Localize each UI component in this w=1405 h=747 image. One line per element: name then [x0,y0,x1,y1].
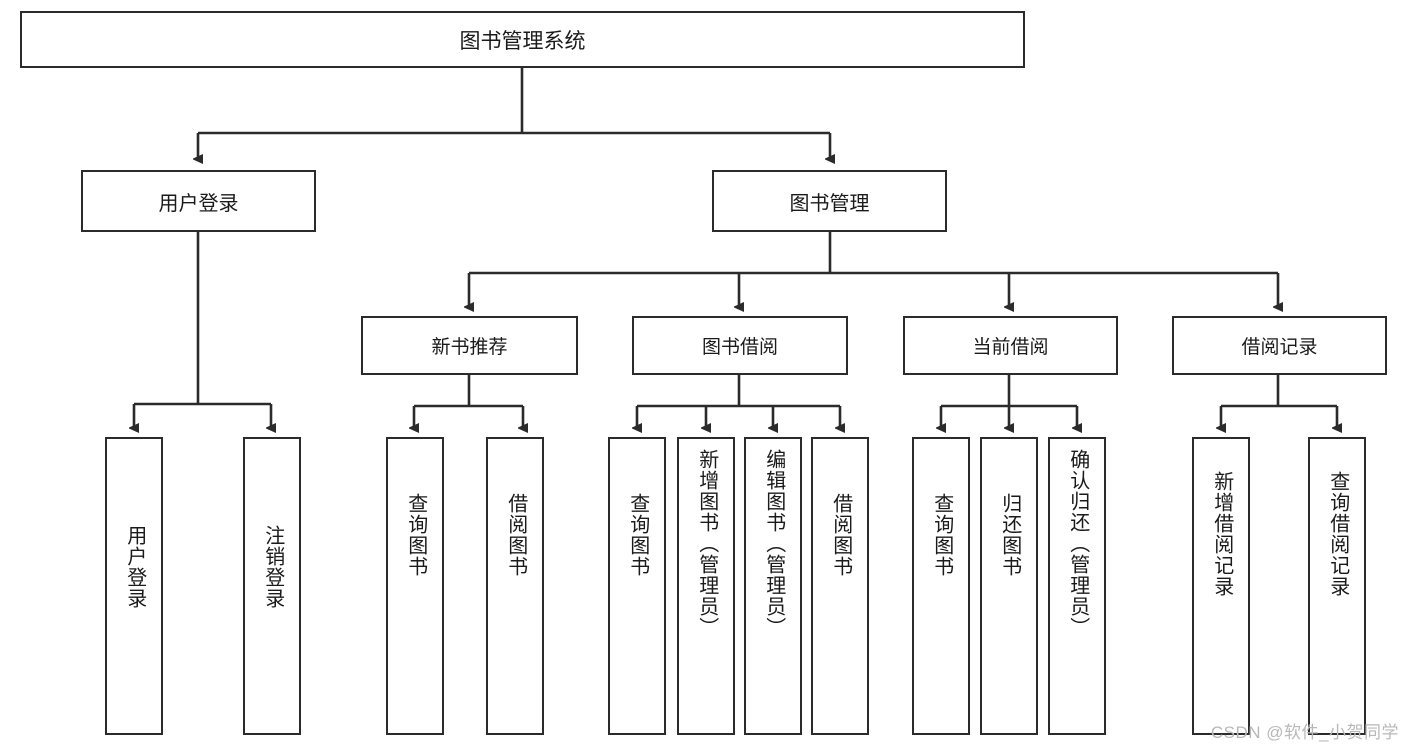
watermark: CSDN @软件_小贺同学 [1210,723,1399,742]
node-book-borrow[interactable]: 图书借阅 [632,316,848,375]
leaf-label: 确认归还（管理员） [1066,449,1089,638]
node-new-book-recommend[interactable]: 新书推荐 [361,316,578,375]
leaf-query-book-borrow[interactable]: 查询图书 [608,437,666,735]
leaf-label: 归还图书 [998,493,1021,577]
node-current-borrow[interactable]: 当前借阅 [903,316,1118,375]
leaf-query-borrow-record[interactable]: 查询借阅记录 [1308,437,1366,735]
node-label: 借阅记录 [1241,337,1318,358]
leaf-label: 查询图书 [626,493,649,577]
leaf-return-book[interactable]: 归还图书 [980,437,1038,735]
leaf-label: 注销登录 [261,525,284,609]
leaf-borrow-book[interactable]: 借阅图书 [811,437,869,735]
node-label: 新书推荐 [431,337,508,358]
leaf-borrow-book-new[interactable]: 借阅图书 [486,437,544,735]
leaf-label: 查询图书 [930,493,953,577]
node-label: 图书管理系统 [459,29,586,53]
node-book-management[interactable]: 图书管理 [712,170,947,232]
leaf-label: 查询图书 [404,493,427,577]
node-label: 用户登录 [158,192,239,215]
leaf-label: 借阅图书 [504,493,527,577]
node-label: 图书管理 [789,192,870,215]
leaf-label: 新增借阅记录 [1210,471,1233,597]
node-label: 当前借阅 [972,337,1049,358]
leaf-label: 查询借阅记录 [1326,471,1349,597]
leaf-confirm-return-admin[interactable]: 确认归还（管理员） [1048,437,1106,735]
node-user-login[interactable]: 用户登录 [81,170,316,232]
leaf-label: 借阅图书 [829,493,852,577]
node-borrow-record[interactable]: 借阅记录 [1172,316,1387,375]
leaf-label: 编辑图书（管理员） [762,449,785,638]
leaf-add-borrow-record[interactable]: 新增借阅记录 [1192,437,1250,735]
leaf-logout[interactable]: 注销登录 [243,437,301,735]
leaf-query-book-new[interactable]: 查询图书 [386,437,444,735]
leaf-label: 用户登录 [123,525,146,609]
leaf-query-book-current[interactable]: 查询图书 [912,437,970,735]
node-root-system[interactable]: 图书管理系统 [20,11,1025,68]
leaf-label: 新增图书（管理员） [695,449,718,638]
node-label: 图书借阅 [701,337,778,358]
leaf-edit-book-admin[interactable]: 编辑图书（管理员） [744,437,802,735]
leaf-add-book-admin[interactable]: 新增图书（管理员） [677,437,735,735]
leaf-user-login[interactable]: 用户登录 [105,437,163,735]
